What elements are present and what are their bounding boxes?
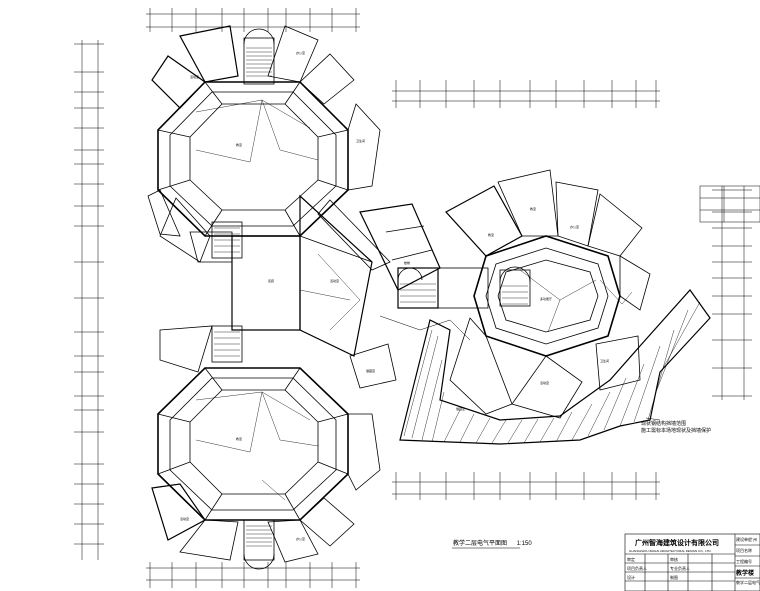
row-label-discipline-lead: 专业负责人 <box>670 566 690 571</box>
title-block: 广州智海建筑设计有限公司 GUANGZHOU ZHIHAI ARCHITECTU… <box>625 534 760 591</box>
right-header-1: 建设单位 <box>736 537 752 542</box>
right-building-side-dimension <box>712 186 752 400</box>
connector-corridor <box>359 203 489 341</box>
row-label-design: 设计 <box>627 575 635 580</box>
label-right-toilet: 卫生间 <box>600 358 609 363</box>
note-line-1: 现状钢结构挡墙范围 <box>641 421 687 427</box>
right-header-3: 工程编号 <box>736 559 752 564</box>
label-connector-stair: 楼梯 <box>404 260 410 265</box>
row-label-drafting: 制图 <box>670 575 678 580</box>
label-upper-office: 办公室 <box>296 50 305 55</box>
label-lower-office: 办公室 <box>296 536 305 541</box>
label-upper-toilet: 卫生间 <box>356 138 365 143</box>
lower-octagon-wing <box>151 367 381 570</box>
drawing-title: 教学二层电气平面图 1:150 <box>453 538 532 547</box>
legend-box <box>699 185 760 223</box>
label-middle-storage: 储藏室 <box>366 368 375 373</box>
note-leader-line <box>645 417 661 421</box>
label-lower-activity: 活动室 <box>180 516 189 521</box>
right-header-2: 项目名称 <box>736 548 752 553</box>
label-right-storage: 储藏室 <box>456 406 465 411</box>
left-dimension-string <box>74 40 104 560</box>
retaining-wall-note: 现状钢结构挡墙范围 施工需标本场地现状及挡墙保护 <box>641 421 711 435</box>
label-middle-activity: 活动室 <box>330 278 339 283</box>
row-label-review: 审核 <box>670 557 678 562</box>
right-hexagon-wing <box>445 169 651 419</box>
room-labels: 教室 活动室 办公室 卫生间 走廊 活动室 储藏室 教室 活动室 办公室 楼梯 … <box>180 50 609 541</box>
retaining-wall-hatch <box>399 289 711 445</box>
label-right-office: 办公室 <box>570 224 579 229</box>
upper-octagon-wing <box>147 25 381 263</box>
title-block-right: 建设单位 广州 项目名称 工程编号 教学楼 教学二层电气 <box>735 534 760 591</box>
drawing-title-text: 教学二层电气平面图 <box>453 541 508 547</box>
row-label-approve: 审定 <box>627 557 635 562</box>
label-lower-classroom: 教室 <box>236 436 242 441</box>
company-name-en: GUANGZHOU ZHIHAI ARCHITECTURAL DESIGN CO… <box>629 549 712 553</box>
right-big-title: 教学楼 <box>736 571 755 577</box>
bottom-dimension-string <box>146 562 360 588</box>
label-right-activity: 活动室 <box>540 380 549 385</box>
right-building-bottom-dimension <box>392 472 660 500</box>
label-middle-corridor: 走廊 <box>268 278 274 283</box>
title-block-frame <box>624 533 760 591</box>
label-upper-classroom: 教室 <box>236 142 242 147</box>
label-right-multi-hall: 多功能厅 <box>540 296 552 301</box>
label-upper-activity: 活动室 <box>190 74 199 79</box>
top-dimension-string <box>146 8 360 32</box>
label-right-classroom-1: 教室 <box>488 232 494 237</box>
row-label-project-lead: 项目负责人 <box>627 566 647 571</box>
label-right-classroom-2: 教室 <box>530 206 536 211</box>
company-name: 广州智海建筑设计有限公司 <box>635 540 719 547</box>
middle-link-block <box>159 194 397 389</box>
drawing-scale: 1:150 <box>516 541 532 547</box>
right-building-top-dimension <box>392 80 660 108</box>
note-line-2: 施工需标本场地现状及挡墙保护 <box>641 428 712 434</box>
right-value-1: 广州 <box>749 537 757 542</box>
right-sub-title: 教学二层电气 <box>736 580 760 585</box>
